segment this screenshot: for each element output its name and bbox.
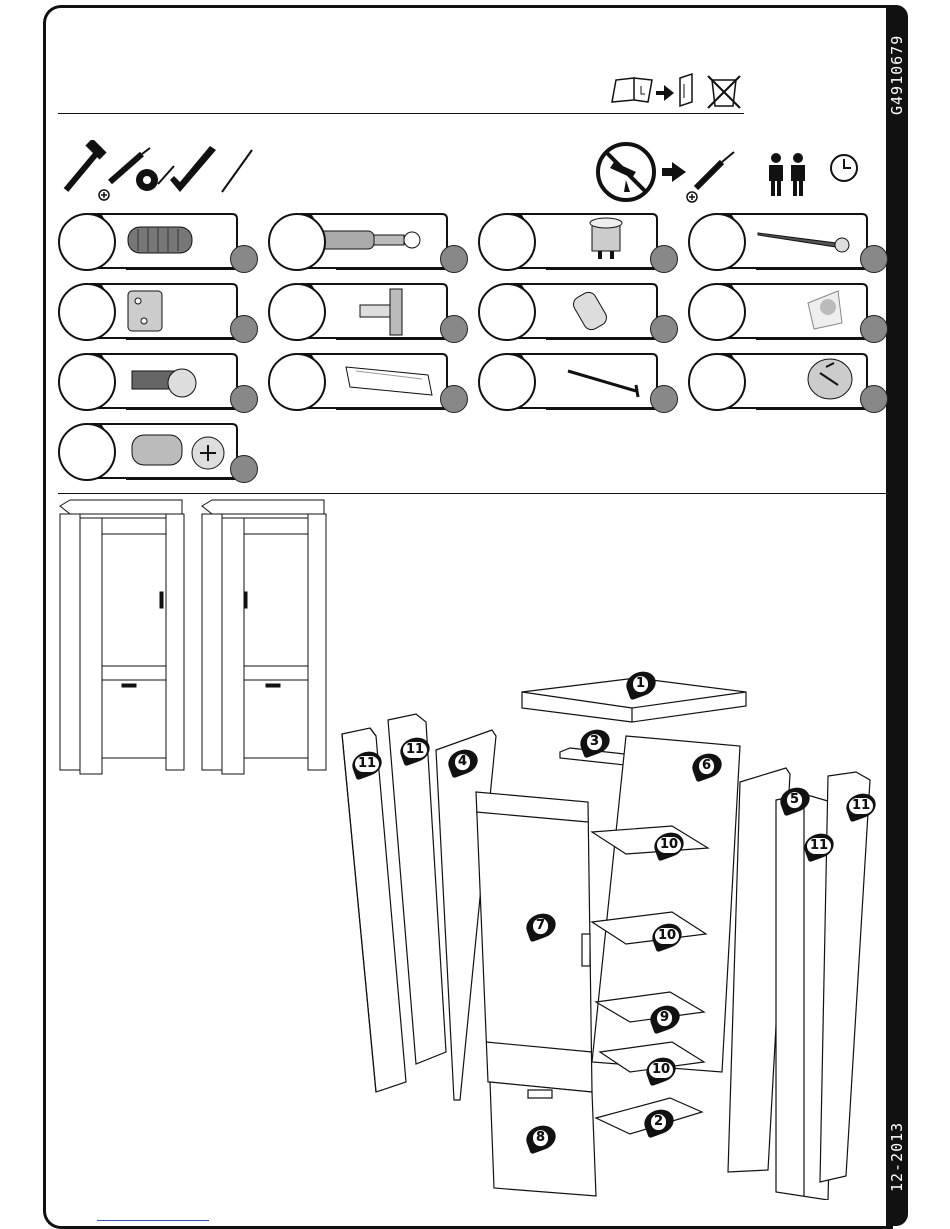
door-handle: [582, 934, 590, 966]
screwdriver-icon: [687, 152, 734, 202]
tape-measure-icon: [136, 166, 174, 191]
footer-link-line: [97, 1220, 209, 1221]
read-instructions-icon: [608, 72, 748, 112]
wardrobe-preview-left: [60, 500, 184, 774]
part-badge: [230, 455, 258, 483]
hardware-shelf-pin: [478, 283, 660, 341]
quantity-circle: [58, 283, 116, 341]
part-badge: [650, 245, 678, 273]
part-badge: [860, 385, 888, 413]
hardware-wood-screw: [688, 213, 870, 271]
part-badge: [440, 315, 468, 343]
hardware-connector-bolt: [268, 213, 450, 271]
quantity-circle: [478, 213, 536, 271]
part-badge: [650, 385, 678, 413]
hardware-cam-lock: [688, 353, 870, 411]
part-badge: [440, 385, 468, 413]
square-ruler-icon: [170, 146, 252, 192]
part-badge: [650, 315, 678, 343]
hardware-wooden-dowel: [58, 213, 240, 271]
wardrobe-preview-right: [202, 500, 326, 774]
tools-required-icons: [62, 140, 262, 202]
document-code: G4910679: [888, 35, 906, 115]
quantity-circle: [268, 353, 326, 411]
two-persons-icon: [769, 153, 805, 196]
quantity-circle: [268, 213, 326, 271]
hardware-plastic-corner: [688, 283, 870, 341]
hardware-cup-hinge: [268, 283, 450, 341]
part-badge: [860, 245, 888, 273]
side-bar: [886, 5, 908, 1226]
document-date: 12-2013: [888, 1122, 906, 1192]
hardware-euro-screw: [58, 353, 240, 411]
quantity-circle: [58, 353, 116, 411]
hardware-handle: [268, 353, 450, 411]
drawer-handle: [528, 1090, 552, 1098]
hardware-cam-dowel: [58, 423, 240, 481]
section-divider: [58, 493, 890, 494]
part-badge: [860, 315, 888, 343]
quantity-circle: [688, 283, 746, 341]
post-right-2: [820, 772, 870, 1182]
part-badge: [230, 385, 258, 413]
quantity-circle: [478, 283, 536, 341]
header-divider: [58, 113, 744, 114]
clock-icon: [831, 155, 857, 181]
no-power-tools-icon: [596, 140, 866, 204]
quantity-circle: [478, 353, 536, 411]
part-badge: [230, 245, 258, 273]
hardware-cam-housing: [478, 213, 660, 271]
hardware-hinge-plate: [58, 283, 240, 341]
quantity-circle: [58, 423, 116, 481]
quantity-circle: [268, 283, 326, 341]
assembled-wardrobe-previews: [56, 498, 328, 778]
part-badge: [440, 245, 468, 273]
quantity-circle: [688, 213, 746, 271]
hammer-icon: [66, 140, 107, 190]
hardware-nail: [478, 353, 660, 411]
do-not-dispose-icon: [708, 76, 740, 108]
quantity-circle: [688, 353, 746, 411]
part-badge: [230, 315, 258, 343]
quantity-circle: [58, 213, 116, 271]
